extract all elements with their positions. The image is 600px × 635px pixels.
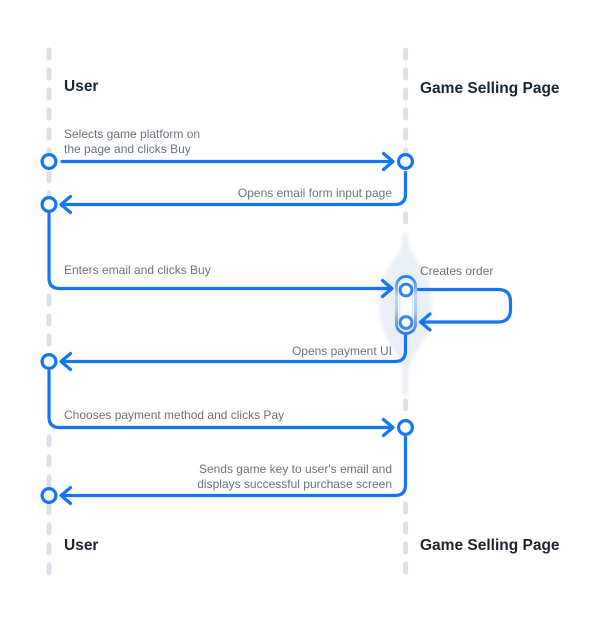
message-arrow-select-platform [60,151,395,172]
node-user-msg1 [40,153,58,171]
participant-game-selling-page-bottom: Game Selling Page [420,537,560,554]
pill-node-top [398,282,414,298]
message-endpoint-nodes [40,153,415,505]
arrowhead-icon [59,194,73,215]
message-arrow-open-payment-ui [59,333,408,372]
arrowhead-icon [59,351,73,372]
participant-user-bottom: User [64,537,99,554]
participant-user-top: User [64,78,99,95]
node-user-msg7 [40,487,58,505]
message-label-send-game-key: Sends game key to user's email and displ… [197,462,392,491]
arrowhead-icon [418,312,432,332]
arrowhead-icon [381,151,395,172]
node-user-msg2 [40,196,58,214]
message-label-open-payment-ui: Opens payment UI [291,344,392,358]
message-arrow-choose-payment [47,369,395,438]
activation-pill [395,275,417,335]
node-page-msg1 [397,153,415,171]
message-label-create-order: Creates order [420,264,494,278]
node-user-msg5 [40,353,58,371]
message-arrow-open-email-form [59,170,408,215]
message-arrow-enter-email [47,212,394,299]
arrowhead-icon [59,485,73,506]
arrowhead-icon [381,417,395,438]
message-label-enter-email: Enters email and clicks Buy [64,263,211,277]
message-arrow-send-game-key [59,435,408,506]
pill-node-bottom [398,315,414,330]
message-label-open-email-form: Opens email form input page [237,186,392,200]
message-label-choose-payment: Chooses payment method and clicks Pay [64,408,285,422]
message-label-select-platform: Selects game platform on the page and cl… [64,127,201,156]
arrowhead-icon [380,278,394,299]
message-arrow-create-order-self-loop [416,287,513,332]
participant-game-selling-page-top: Game Selling Page [420,80,560,97]
node-page-msg6 [397,419,415,437]
